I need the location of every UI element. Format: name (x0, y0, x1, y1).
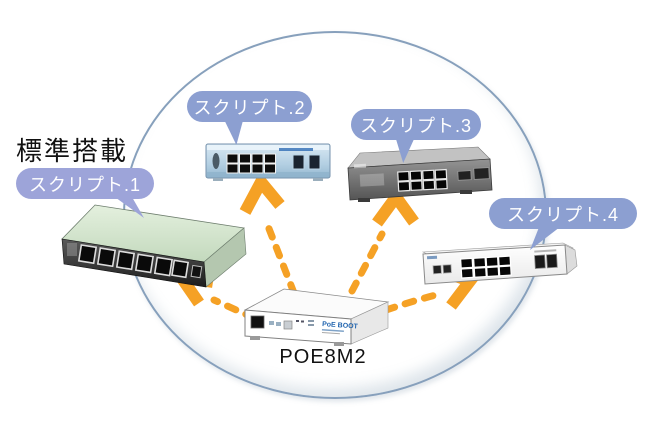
device-poe8m2: PoE BOOT (243, 288, 390, 346)
poe8m2-label: POE8M2 (279, 346, 367, 368)
bubble-script-3-label: スクリプト.3 (359, 115, 472, 136)
bubble-script-3: スクリプト.3 (351, 109, 481, 140)
bubble-script-1-label: スクリプト.1 (28, 174, 141, 195)
bubble-script-4-label: スクリプト.4 (506, 204, 619, 225)
device-switch-gray (347, 146, 493, 202)
bubble-script-2-label: スクリプト.2 (193, 97, 306, 118)
bubble-script-4: スクリプト.4 (489, 198, 637, 229)
device-switch-green (61, 204, 247, 288)
poe-boot-logo: PoE BOOT (322, 321, 359, 331)
standard-caption: 標準搭載 (16, 136, 129, 166)
bubble-script-2: スクリプト.2 (187, 91, 312, 122)
device-switch-blue (205, 143, 331, 181)
bubble-script-1: スクリプト.1 (16, 168, 154, 199)
device-switch-white (421, 242, 578, 285)
